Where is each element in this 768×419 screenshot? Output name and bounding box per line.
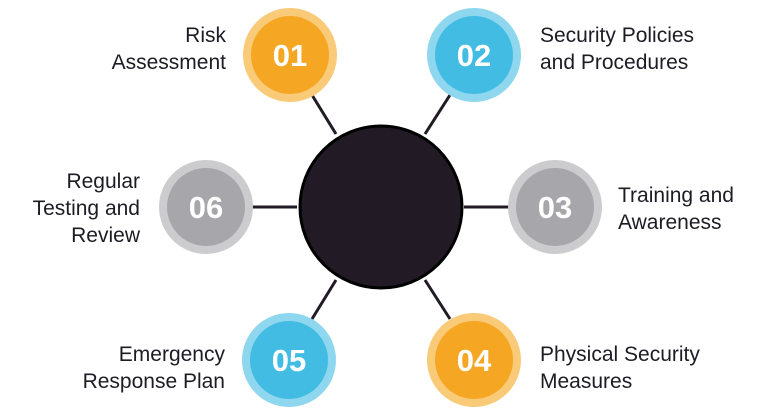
label-physical-security: Physical Security Measures — [540, 341, 700, 395]
connector-04 — [423, 279, 452, 320]
label-06-line1: Regular — [66, 170, 140, 193]
connector-02 — [423, 94, 452, 135]
label-regular-testing: Regular Testing and Review — [33, 168, 140, 249]
label-04-line2: Measures — [540, 370, 633, 393]
label-emergency-response: Emergency Response Plan — [83, 341, 225, 395]
node-05-number: 05 — [272, 343, 306, 378]
connector-01 — [310, 94, 338, 135]
node-03-circle — [516, 168, 594, 246]
label-05-line1: Emergency — [118, 343, 225, 366]
node-02-number: 02 — [457, 38, 491, 73]
label-02-line1: Security Policies — [540, 24, 695, 47]
label-05-line2: Response Plan — [82, 370, 225, 393]
node-05: 05 — [242, 313, 336, 407]
label-03-line1: Training and — [618, 184, 734, 207]
label-02-line2: and Procedures — [540, 51, 689, 74]
node-02-circle — [435, 16, 513, 94]
label-01-line1: Risk — [185, 24, 226, 47]
node-06-number: 06 — [189, 190, 223, 225]
label-03-line2: Awareness — [618, 211, 722, 234]
node-02: 02 — [427, 8, 521, 102]
node-04-circle — [435, 321, 513, 399]
node-06-circle — [167, 168, 245, 246]
label-06-line2: Testing and — [32, 197, 140, 220]
label-training-awareness: Training and Awareness — [618, 182, 734, 236]
node-01: 01 — [243, 8, 337, 102]
label-04-line1: Physical Security — [540, 343, 700, 366]
node-03-number: 03 — [538, 190, 572, 225]
connectors — [248, 94, 512, 320]
label-security-policies: Security Policies and Procedures — [540, 22, 694, 76]
node-04-number: 04 — [457, 343, 492, 378]
node-04: 04 — [427, 313, 521, 407]
label-01-line2: Assessment — [111, 51, 226, 74]
node-06: 06 — [159, 160, 253, 254]
node-03: 03 — [508, 160, 602, 254]
node-05-circle — [250, 321, 328, 399]
node-01-number: 01 — [273, 38, 307, 73]
label-06-line3: Review — [71, 224, 140, 247]
node-01-circle — [251, 16, 329, 94]
label-risk-assessment: Risk Assessment — [112, 22, 226, 76]
hub-circle — [298, 124, 464, 290]
connector-05 — [310, 279, 338, 320]
